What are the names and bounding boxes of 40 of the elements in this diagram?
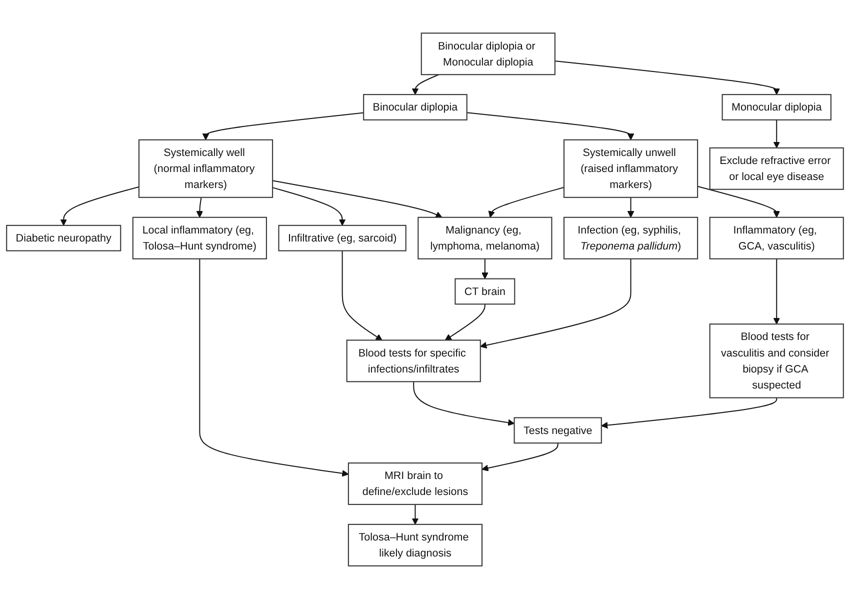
node-box: Malignancy (eg, lymphoma, melanoma) [418, 216, 552, 259]
node-box: CT brain [454, 278, 516, 304]
arrow [773, 258, 780, 324]
arrow [466, 112, 634, 140]
node-box: Local inflammatory (eg, Tolosa–Hunt syndrome) [132, 216, 267, 259]
arrow [601, 396, 778, 428]
arrow [773, 118, 780, 148]
arrow [482, 258, 488, 279]
node-box: Blood tests for vasculitis and consider biopsy if GCA suspected [709, 323, 844, 398]
arrow [199, 258, 349, 476]
arrow [412, 503, 419, 524]
node-box: Blood tests for specific infections/infiltrates [346, 339, 481, 382]
node-box: Binocular diplopia or Monocular diplopia [420, 32, 556, 75]
node-box: Tolosa–Hunt syndrome likely diagnosis [348, 523, 483, 566]
arrow [554, 60, 780, 94]
arrow [482, 442, 558, 471]
arrow [342, 250, 382, 340]
arrow [196, 196, 204, 218]
arrow [488, 186, 564, 218]
node-box: Systemically unwell (raised inflammatory markers) [563, 138, 698, 198]
arrow [627, 196, 634, 218]
arrow [272, 180, 442, 218]
arrow [697, 185, 780, 218]
node-box: Systemically well (normal inflammatory markers) [138, 138, 274, 198]
arrow [60, 186, 140, 226]
node-box: Inflammatory (eg, GCA, vasculitis) [709, 216, 844, 259]
arrow [272, 186, 346, 226]
arrow [202, 112, 364, 140]
arrow [480, 258, 632, 348]
node-box: Tests negative [514, 416, 602, 444]
arrow [412, 74, 440, 94]
node-box: Diabetic neuropathy [6, 224, 122, 251]
node-box: Monocular diplopia [722, 94, 832, 120]
node-box: Infiltrative (eg, sarcoid) [278, 224, 406, 251]
node-box: Binocular diplopia [363, 94, 468, 120]
node-box: MRI brain to define/exclude lesions [348, 462, 483, 504]
arrow [444, 303, 486, 340]
arrow [413, 380, 515, 426]
node-box: Infection (eg, syphilis, Treponema pallidum) [563, 216, 698, 259]
node-box: Exclude refractive error or local eye disease [709, 146, 844, 190]
